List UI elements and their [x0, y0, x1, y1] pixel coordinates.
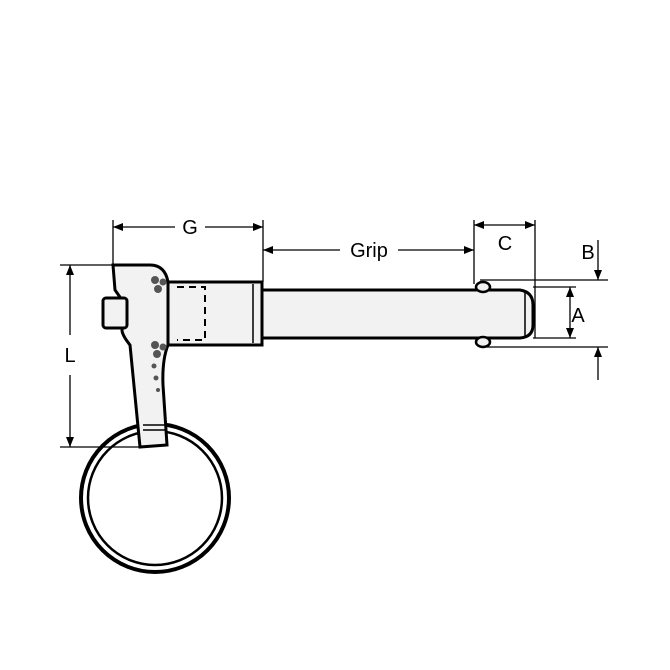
locking-ball-top — [474, 280, 492, 294]
pin-housing — [163, 280, 264, 347]
release-button — [101, 296, 129, 330]
dimension-label-c: C — [498, 233, 512, 255]
dimension-lines — [60, 220, 608, 448]
dimension-label-b: B — [581, 242, 594, 264]
dimension-label-a: A — [571, 305, 585, 327]
dimension-label-l: L — [64, 345, 75, 367]
pin-shaft — [260, 280, 535, 349]
dimension-label-grip: Grip — [350, 240, 388, 262]
dimension-label-g: G — [182, 217, 198, 239]
t-handle — [101, 263, 170, 449]
locking-ball-bottom — [474, 335, 492, 349]
